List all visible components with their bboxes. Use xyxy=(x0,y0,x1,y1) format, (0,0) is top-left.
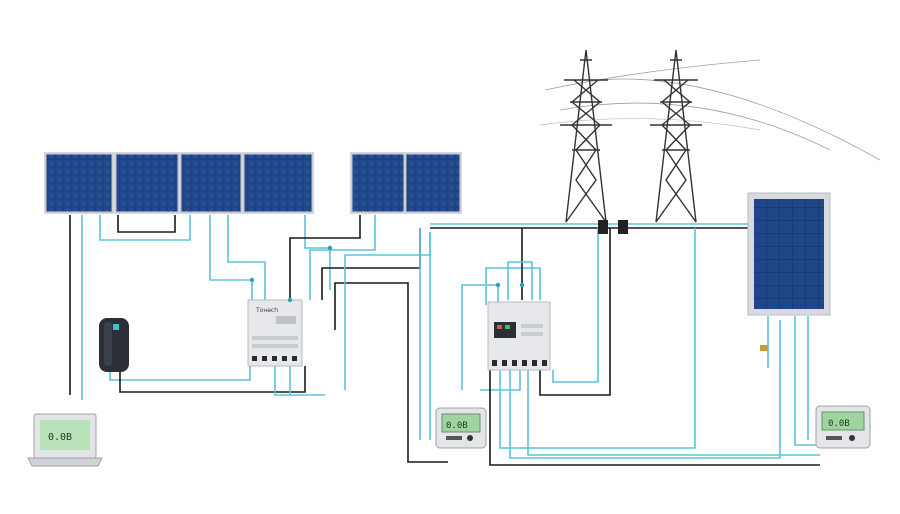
battery xyxy=(99,318,129,372)
inverter-middle xyxy=(487,301,551,371)
monitor-laptop xyxy=(27,413,103,467)
inverter-left-brand: Tонѳch xyxy=(255,307,278,314)
meter-left-display: 0.0B xyxy=(446,421,468,431)
tower-left xyxy=(560,49,612,223)
bus-connectors xyxy=(598,220,628,234)
solar-panel-right xyxy=(747,192,831,351)
transmission-towers xyxy=(539,49,881,223)
meter-right-display: 0.0B xyxy=(828,419,850,429)
meter-right xyxy=(815,405,871,449)
inverter-left xyxy=(247,299,303,367)
solar-panel-array-left xyxy=(44,152,314,214)
wiring xyxy=(69,215,820,466)
solar-panel-array-middle xyxy=(350,152,462,214)
junction-dots xyxy=(249,245,525,303)
laptop-display: 0.0B xyxy=(48,432,72,443)
tower-right xyxy=(650,49,702,223)
meter-left xyxy=(435,407,487,449)
